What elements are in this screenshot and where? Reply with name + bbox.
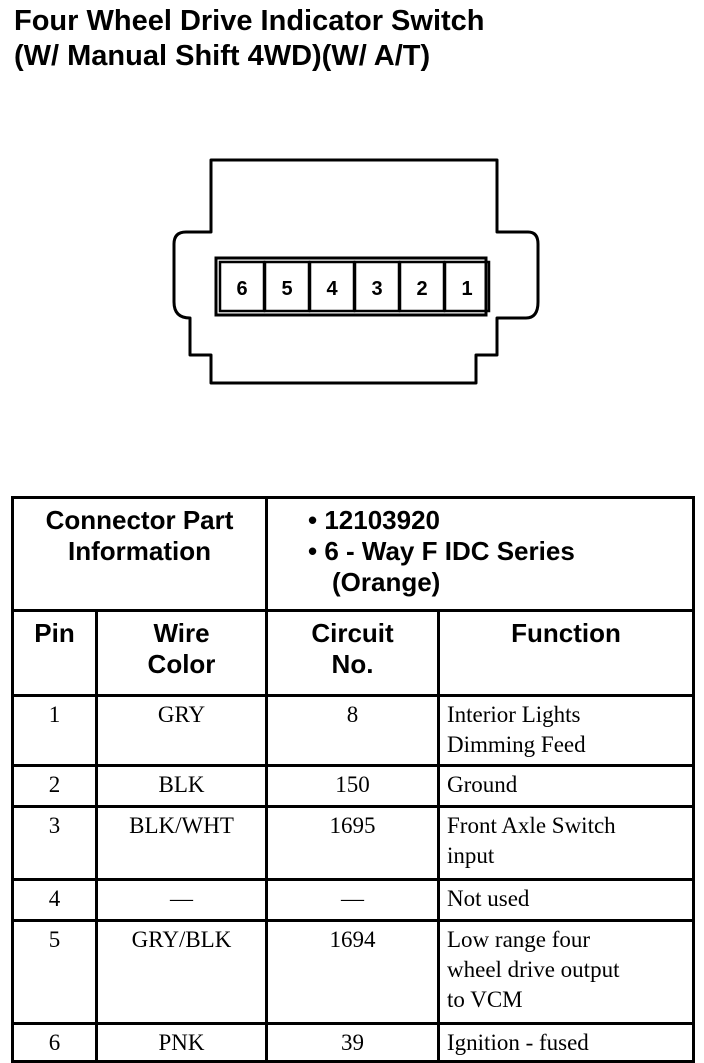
circuit-cell: 150 (265, 764, 440, 808)
pin-cell: 2 (11, 764, 98, 808)
pin-cell: 3 (11, 805, 98, 881)
table-row: 2 BLK 150 Ground (11, 764, 695, 808)
circuit-cell: 8 (265, 694, 440, 767)
circuit-cell: 1695 (265, 805, 440, 881)
table-row: 4 — — Not used (11, 878, 695, 922)
connector-info-values: • 12103920 • 6 - Way F IDC Series (Orang… (265, 496, 695, 612)
pin-number-label: 3 (371, 278, 382, 300)
wire-color-cell: GRY/BLK (95, 919, 268, 1025)
wire-color-cell: BLK/WHT (95, 805, 268, 881)
connector-table: Connector Part Information • 12103920 • … (11, 496, 695, 1063)
wire-color-cell: BLK (95, 764, 268, 808)
pin-cavity-1 (443, 260, 491, 313)
title-line-2: (W/ Manual Shift 4WD)(W/ A/T) (14, 40, 431, 72)
connector-diagram: 6 5 4 3 2 1 (172, 158, 540, 385)
part-number: • 12103920 (308, 505, 441, 535)
function-cell: Not used (437, 878, 695, 922)
pin-cell: 5 (11, 919, 98, 1025)
pin-cell: 6 (11, 1022, 98, 1063)
wire-color-cell: GRY (95, 694, 268, 767)
pin-cell: 4 (11, 878, 98, 922)
pin-cell: 1 (11, 694, 98, 767)
pin-number-label: 5 (281, 278, 292, 300)
wire-color-cell: — (95, 878, 268, 922)
header-function: Function (437, 609, 695, 697)
page-title: Four Wheel Drive Indicator Switch (W/ Ma… (14, 4, 485, 74)
wire-color-cell: PNK (95, 1022, 268, 1063)
function-cell: Ground (437, 764, 695, 808)
connector-color: (Orange) (332, 567, 441, 597)
circuit-cell: 39 (265, 1022, 440, 1063)
function-cell: Ignition - fused (437, 1022, 695, 1063)
header-pin: Pin (11, 609, 98, 697)
connector-info-label: Connector Part Information (11, 496, 268, 612)
series-description: • 6 - Way F IDC Series (308, 536, 575, 566)
pin-number-label: 2 (416, 278, 427, 300)
pin-number-label: 1 (461, 278, 472, 300)
pin-block (214, 256, 488, 317)
connector-info-row: Connector Part Information • 12103920 • … (11, 496, 695, 612)
connector-outline (172, 158, 540, 385)
circuit-cell: — (265, 878, 440, 922)
circuit-cell: 1694 (265, 919, 440, 1025)
pin-number-label: 4 (326, 278, 338, 300)
table-row: 6 PNK 39 Ignition - fused (11, 1022, 695, 1063)
pin-number-label: 6 (236, 278, 247, 300)
title-line-1: Four Wheel Drive Indicator Switch (14, 5, 485, 37)
